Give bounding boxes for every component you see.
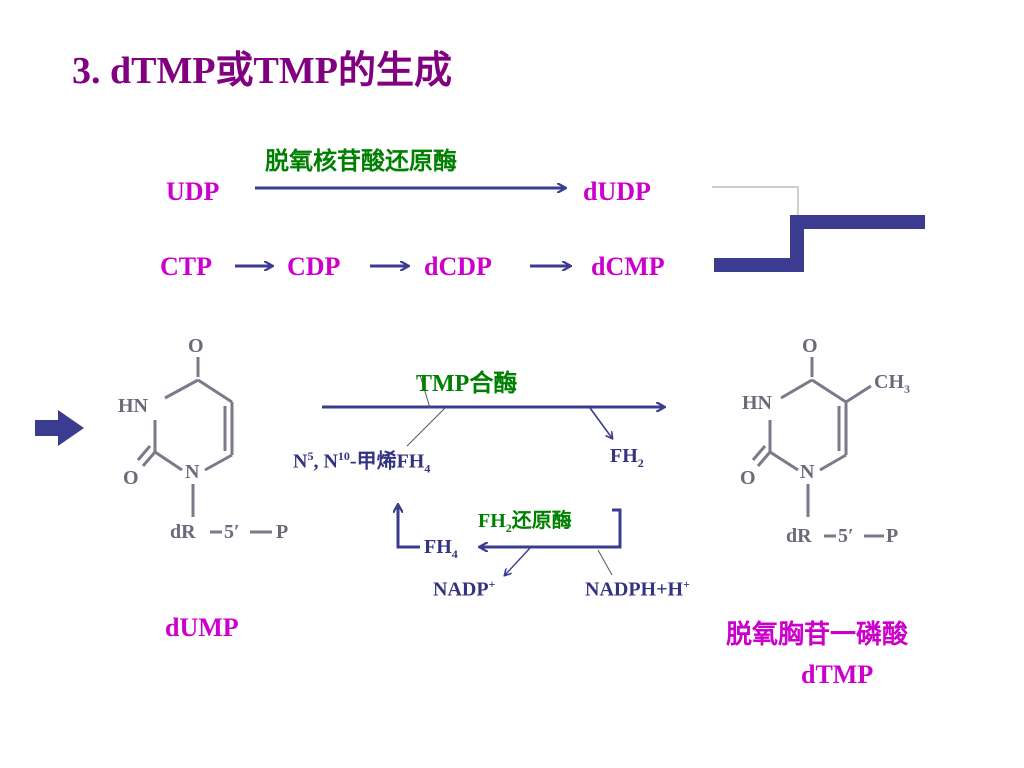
pointer-arrow bbox=[35, 410, 84, 446]
dtmp-atom-o-left: O bbox=[740, 467, 756, 489]
reductase-enzyme-label: 脱氧核苷酸还原酶 bbox=[265, 149, 457, 175]
dtmp-name: dTMP bbox=[801, 660, 874, 689]
dtmp-atom-o-top: O bbox=[802, 335, 818, 357]
fh2-label: FH2 bbox=[610, 445, 644, 470]
fh2-reductase-label: FH2还原酶 bbox=[478, 510, 572, 535]
dump-atom-o-left: O bbox=[123, 467, 139, 489]
grey-bracket bbox=[712, 186, 799, 215]
page-title: 3. dTMP或TMP的生成 bbox=[72, 50, 452, 92]
dump-atom-p: P bbox=[276, 521, 289, 543]
step-shape bbox=[714, 215, 925, 272]
dump-structure bbox=[136, 357, 272, 534]
dtmp-atom-ch3: CH3 bbox=[874, 371, 910, 396]
dump-atom-5: 5′ bbox=[224, 521, 240, 543]
udp-label: UDP bbox=[166, 177, 220, 206]
dcmp-label: dCMP bbox=[591, 252, 665, 281]
dump-atom-dr: dR bbox=[170, 521, 196, 543]
dcdp-label: dCDP bbox=[424, 252, 492, 281]
dump-atom-o-top: O bbox=[188, 335, 204, 357]
ctp-label: CTP bbox=[160, 252, 212, 281]
dtmp-atom-p: P bbox=[886, 525, 899, 547]
dtmp-structure bbox=[751, 357, 884, 538]
dtmp-atom-n: N bbox=[800, 461, 815, 483]
dump-atom-hn: HN bbox=[118, 395, 148, 417]
fh4-label: FH4 bbox=[424, 536, 458, 561]
dtmp-name-cn: 脱氧胸苷一磷酸 bbox=[726, 620, 909, 649]
dtmp-atom-5: 5′ bbox=[838, 525, 854, 547]
dump-name: dUMP bbox=[165, 613, 239, 642]
methylene-fh4-label: N5, N10-甲烯FH4 bbox=[293, 449, 431, 476]
nadph-label: NADPH+H+ bbox=[585, 577, 690, 601]
cdp-label: CDP bbox=[287, 252, 341, 281]
tmp-synthase-label: TMP合酶 bbox=[416, 371, 518, 397]
dudp-label: dUDP bbox=[583, 177, 651, 206]
dtmp-atom-hn: HN bbox=[742, 392, 772, 414]
recycle-bracket bbox=[480, 508, 622, 547]
nadp-label: NADP+ bbox=[433, 577, 496, 601]
dtmp-atom-dr: dR bbox=[786, 525, 812, 547]
recycle-up-arrow bbox=[398, 505, 420, 549]
dump-atom-n: N bbox=[185, 461, 200, 483]
